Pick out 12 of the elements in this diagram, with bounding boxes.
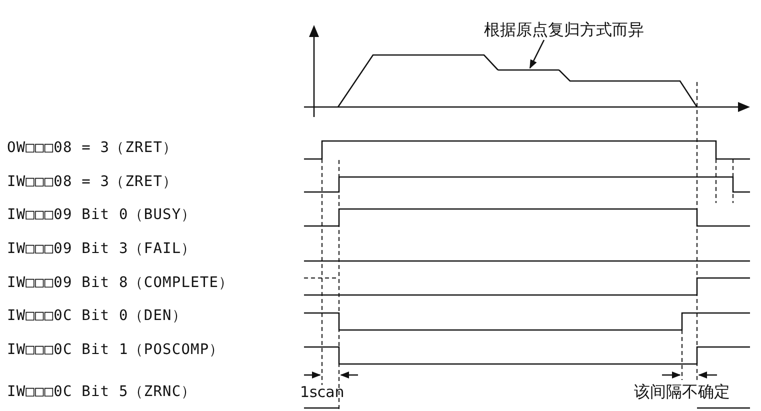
signal-name: IW□□□0C Bit 0（DEN） xyxy=(7,308,188,324)
signal-name: IW□□□09 Bit 0（BUSY） xyxy=(7,207,197,223)
signal-name: IW□□□0C Bit 5（ZRNC） xyxy=(7,384,197,400)
interval-note: 该间隔不确定 xyxy=(634,383,730,401)
signal-name: IW□□□0C Bit 1（POSCOMP） xyxy=(7,342,225,358)
signal-name: IW□□□08 = 3（ZRET） xyxy=(7,174,178,190)
signal-name: OW□□□08 = 3（ZRET） xyxy=(7,140,178,156)
annotation-text: 根据原点复归方式而异 xyxy=(484,20,644,40)
leader-arrow xyxy=(529,40,545,69)
signal-name: IW□□□09 Bit 8（COMPLETE） xyxy=(7,275,234,291)
dimension-label: 1scan xyxy=(300,383,344,401)
signal-name: IW□□□09 Bit 3（FAIL） xyxy=(7,241,197,257)
